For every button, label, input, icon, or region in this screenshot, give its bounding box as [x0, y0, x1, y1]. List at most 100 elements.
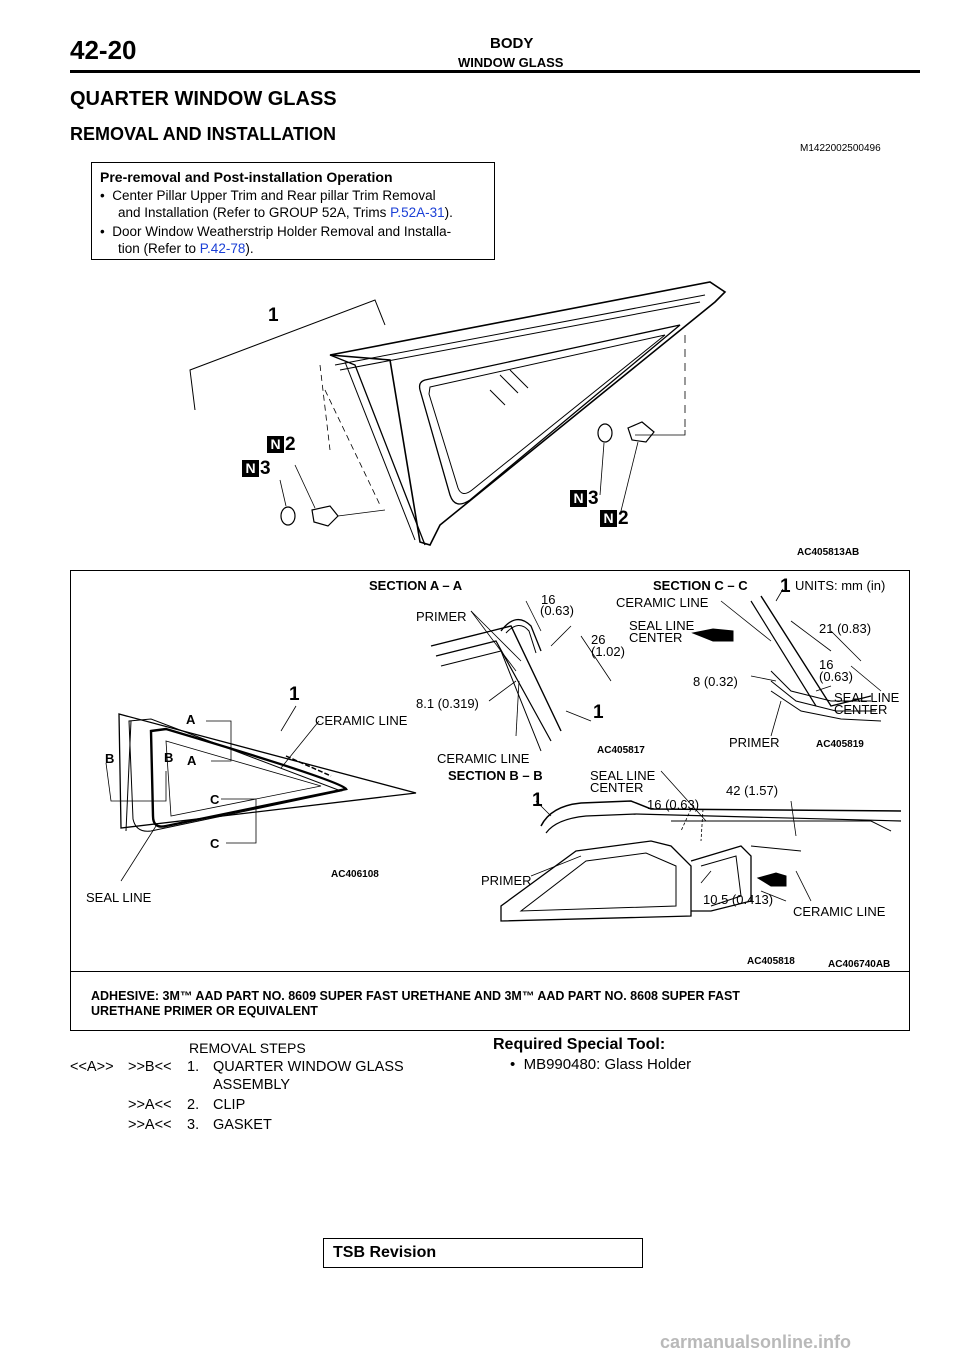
pre-op-item-text: Center Pillar Upper Trim and Rear pillar… — [112, 188, 436, 203]
pre-op-item: • Center Pillar Upper Trim and Rear pill… — [100, 188, 453, 220]
dim-26: 26 — [591, 632, 606, 647]
label-ceramic-line: CERAMIC LINE — [793, 904, 886, 919]
step-text: CLIP — [213, 1097, 246, 1113]
label-primer: PRIMER — [729, 735, 780, 750]
step-text: GASKET — [213, 1117, 272, 1133]
pre-op-item-text: and Installation (Refer to GROUP 52A, Tr… — [118, 205, 391, 220]
label-ceramic-line: CERAMIC LINE — [437, 751, 530, 766]
step-text: ASSEMBLY — [213, 1077, 291, 1093]
dim-16: 16 (0.63) — [647, 797, 700, 812]
new-part-badge: N — [570, 490, 587, 507]
label-seal-line: SEAL LINE — [834, 690, 900, 705]
special-tool-text: MB990480: Glass Holder — [523, 1056, 692, 1073]
pre-op-item-text: ). — [444, 205, 453, 220]
reference-link[interactable]: P.52A-31 — [390, 205, 445, 220]
figure-id: AC405818 — [747, 956, 795, 967]
step-text: QUARTER WINDOW GLASS — [213, 1059, 404, 1075]
marker-c: C — [210, 792, 220, 807]
label-primer: PRIMER — [416, 609, 467, 624]
label-center: CENTER — [834, 702, 888, 717]
reference-link[interactable]: P.42-78 — [199, 241, 246, 256]
label-seal-line: SEAL LINE — [86, 890, 152, 905]
callout-1: 1 — [268, 305, 279, 326]
tsb-revision-label: TSB Revision — [333, 1244, 437, 1261]
removal-steps-list: <<A>> >>B<< 1. QUARTER WINDOW GLASS ASSE… — [70, 1058, 450, 1134]
new-part-badge: N — [600, 510, 617, 527]
units-label: UNITS: mm (in) — [795, 578, 886, 593]
dim-10-5: 10.5 (0.413) — [703, 892, 774, 907]
page-subtitle: REMOVAL AND INSTALLATION — [70, 124, 336, 144]
doc-code: M1422002500496 — [800, 143, 881, 154]
callout-2: 2 — [285, 434, 296, 455]
dim-8-1: 8.1 (0.319) — [416, 696, 479, 711]
dim-16-in: (0.63) — [819, 669, 853, 684]
callout-3: 3 — [588, 488, 599, 509]
adhesive-note: ADHESIVE: 3M™ AAD PART NO. 8609 SUPER FA… — [91, 989, 740, 1018]
dim-16: 16 — [541, 592, 556, 607]
pre-op-box: Pre-removal and Post-installation Operat… — [91, 162, 495, 260]
step-ref: >>B<< — [128, 1059, 172, 1075]
step-number: 1. — [187, 1059, 200, 1075]
special-tool-heading: Required Special Tool: — [493, 1036, 666, 1053]
list-item: >>A<< 2. CLIP — [70, 1094, 450, 1114]
step-number: 2. — [187, 1097, 200, 1113]
tsb-revision-box: TSB Revision — [323, 1238, 643, 1268]
marker-a: A — [187, 753, 197, 768]
header-rule — [70, 70, 920, 73]
section-cc-title: SECTION C – C — [653, 578, 748, 593]
label-primer: PRIMER — [481, 873, 532, 888]
marker-c: C — [210, 836, 220, 851]
label-center: CENTER — [629, 630, 683, 645]
callout-1: 1 — [780, 576, 791, 597]
marker-b: B — [164, 750, 174, 765]
step-ref: >>A<< — [128, 1117, 172, 1133]
figure-sections-box: SECTION A – A PRIMER 16 (0.63) 26 (1.02)… — [70, 570, 910, 1031]
dim-8: 8 (0.32) — [693, 674, 738, 689]
page-number: 42-20 — [70, 35, 137, 65]
dim-26-in: (1.02) — [591, 644, 625, 659]
marker-a: A — [186, 712, 196, 727]
figure-id: AC405817 — [597, 745, 645, 756]
new-part-badge: N — [242, 460, 259, 477]
label-seal-line: SEAL LINE — [590, 768, 656, 783]
list-item: >>A<< 3. GASKET — [70, 1114, 450, 1134]
figure-id: AC405819 — [816, 739, 864, 750]
list-item: <<A>> >>B<< 1. QUARTER WINDOW GLASS ASSE… — [70, 1058, 450, 1094]
label-center: CENTER — [590, 780, 644, 795]
divider — [71, 971, 909, 972]
step-ref: >>A<< — [128, 1097, 172, 1113]
label-ceramic-line: CERAMIC LINE — [315, 713, 408, 728]
special-tool-item: • MB990480: Glass Holder — [510, 1056, 692, 1073]
new-part-badge: N — [267, 436, 284, 453]
pre-op-item-text: ). — [245, 241, 254, 256]
step-ref: <<A>> — [70, 1059, 114, 1075]
figure-id: AC406108 — [331, 869, 379, 880]
step-number: 3. — [187, 1117, 200, 1133]
callout-3: 3 — [260, 458, 271, 479]
callout-1: 1 — [532, 790, 543, 811]
removal-steps-heading: REMOVAL STEPS — [189, 1040, 306, 1056]
quarter-glass-illustration — [189, 281, 727, 546]
callout-1: 1 — [289, 684, 300, 705]
figure-id: AC406740AB — [828, 959, 891, 970]
figure-id: AC405813AB — [797, 547, 860, 558]
dim-16: 16 — [819, 657, 834, 672]
subsection-name: WINDOW GLASS — [458, 55, 564, 70]
dim-42: 42 (1.57) — [726, 783, 779, 798]
section-name: BODY — [490, 35, 534, 52]
label-seal-line: SEAL LINE — [629, 618, 695, 633]
dim-16-in: (0.63) — [540, 603, 574, 618]
callout-1: 1 — [593, 702, 604, 723]
callout-2: 2 — [618, 508, 629, 529]
figure-exploded-view: 1 N 2 N 3 N 3 N 2 AC405813AB — [180, 270, 900, 565]
dim-21: 21 (0.83) — [819, 621, 872, 636]
pre-op-item-text: tion (Refer to — [118, 241, 200, 256]
watermark: carmanualsonline.info — [660, 1332, 852, 1352]
marker-b: B — [105, 751, 115, 766]
pre-op-item-text: Door Window Weatherstrip Holder Removal … — [112, 224, 452, 239]
section-bb-title: SECTION B – B — [448, 768, 543, 783]
sections-illustration — [105, 588, 902, 922]
pre-op-heading: Pre-removal and Post-installation Operat… — [100, 169, 393, 185]
section-aa-title: SECTION A – A — [369, 578, 463, 593]
label-ceramic-line: CERAMIC LINE — [616, 595, 709, 610]
